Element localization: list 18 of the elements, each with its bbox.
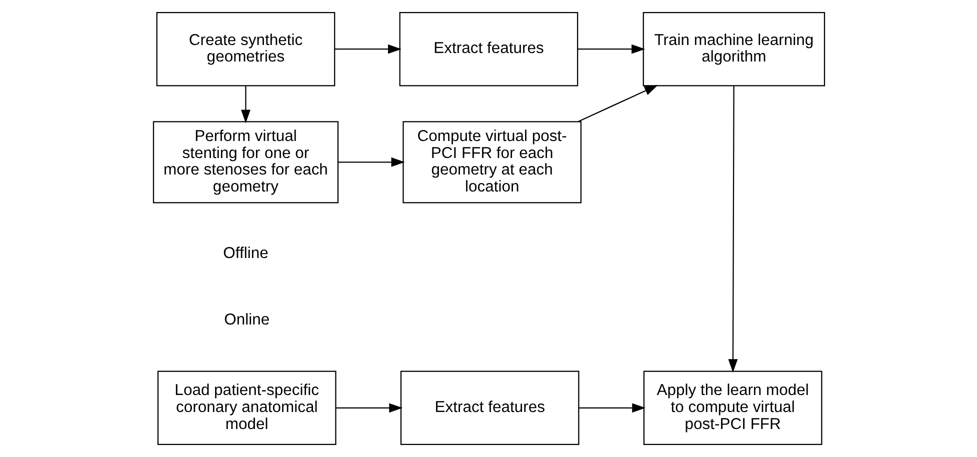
node-box: Extract features: [400, 370, 579, 446]
arrow: [577, 44, 645, 54]
arrow: [728, 86, 738, 373]
node-box: Create synthetic geometries: [156, 12, 335, 86]
node-box: Apply the learn model to compute virtual post-PCI FFR: [642, 370, 822, 446]
node-box: Compute virtual post-PCI FFR for each geometry at each location: [402, 121, 582, 204]
node-box: Perform virtual stenting for one or more stenoses for each geometry: [152, 121, 338, 204]
label: Offline: [222, 244, 268, 262]
node-box: Train machine learning algorithm: [642, 12, 825, 86]
node-box: Load patient-specific coronary anatomical model: [156, 370, 336, 446]
arrow: [578, 403, 646, 413]
label: Online: [224, 311, 270, 328]
arrow: [240, 86, 250, 124]
arrow: [334, 44, 402, 54]
arrow: [336, 403, 402, 413]
arrow: [578, 85, 658, 122]
arrow: [338, 157, 404, 167]
node-box: Extract features: [398, 12, 578, 86]
